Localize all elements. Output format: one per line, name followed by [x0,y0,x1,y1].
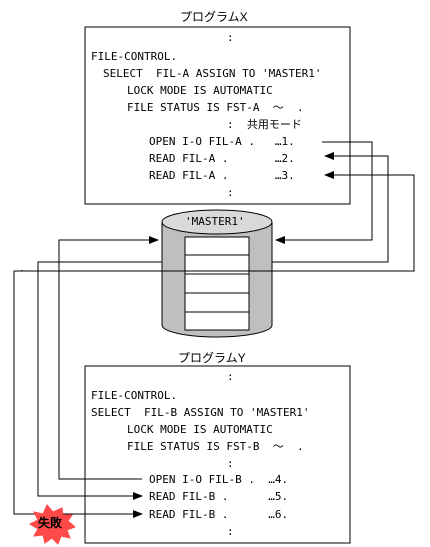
database-label: 'MASTER1' [185,215,245,228]
code-x-line-8: READ FIL-A . …3. [149,169,295,182]
code-y-line-9: : [227,525,234,538]
code-x-line-2: SELECT FIL-A ASSIGN TO 'MASTER1' [103,67,322,80]
connector-y-read-1 [37,261,162,500]
failure-badge-text: 失敗 [38,516,63,530]
master1-database [161,209,273,338]
code-y-line-0: : [227,370,234,383]
code-y-line-2: SELECT FIL-B ASSIGN TO 'MASTER1' [91,406,310,419]
code-x-line-7: READ FIL-A . …2. [149,152,295,165]
program-x-box [84,26,351,205]
code-y-line-7: READ FIL-B . …5. [149,490,289,503]
code-x-line-1: FILE-CONTROL. [91,50,178,63]
code-x-line-4: FILE STATUS IS FST-A ～ . [127,101,304,114]
code-y-line-6: OPEN I-O FIL-B . …4. [149,473,289,486]
code-y-line-8: READ FIL-B . …6. [149,508,289,521]
code-x-line-5: : 共用モード [227,118,302,131]
connector-y-open [58,236,159,480]
failure-badge-shape [28,504,76,545]
code-y-line-1: FILE-CONTROL. [91,389,178,402]
code-y-line-4: FILE STATUS IS FST-B ～ . [127,440,304,453]
code-x-line-0: : [227,31,234,44]
code-y-line-5: : [227,457,234,470]
code-x-line-6: OPEN I-O FIL-A . …1. [149,135,295,148]
connector-y-read-2 [13,270,414,518]
code-y-line-3: LOCK MODE IS AUTOMATIC [127,423,273,436]
connector-x-read-1 [272,152,389,263]
code-x-line-3: LOCK MODE IS AUTOMATIC [127,84,273,97]
connector-x-open [275,141,373,244]
program-y-title: プログラムY [178,351,246,365]
program-x-title: プログラムX [180,10,248,24]
code-x-line-9: : [227,186,234,199]
